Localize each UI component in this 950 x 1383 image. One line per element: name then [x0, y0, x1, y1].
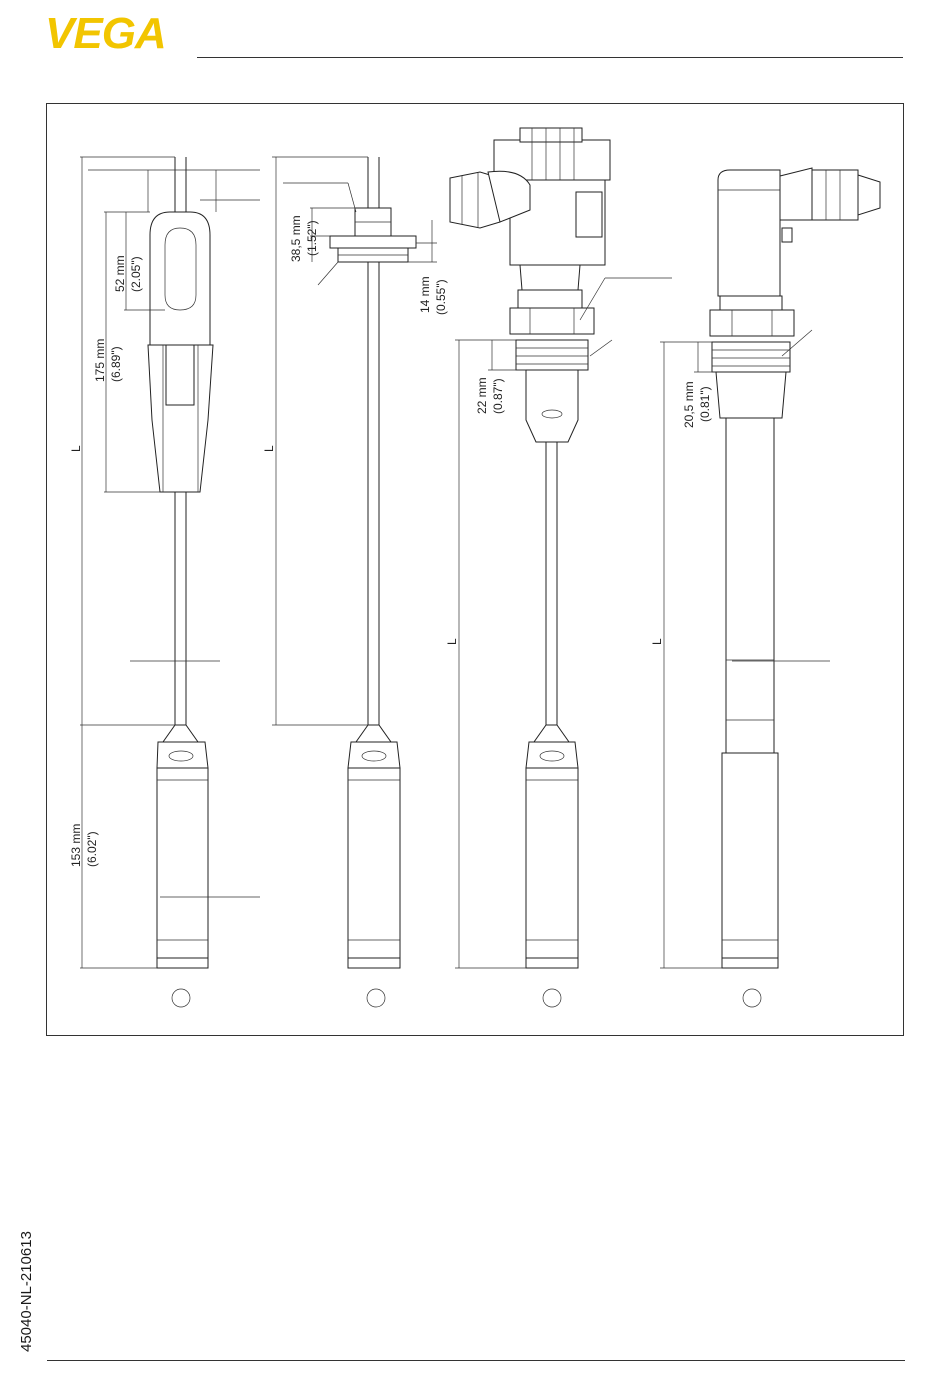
variant-2-marker: [367, 989, 385, 1007]
variant-4-drawing: [660, 168, 880, 968]
variant-3-marker: [543, 989, 561, 1007]
variant-4-marker: [743, 989, 761, 1007]
footer-rule: [47, 1360, 905, 1361]
dim-175-mm: 175 mm: [93, 339, 107, 382]
dim-20-in: (0.81"): [698, 386, 712, 422]
dim-length-l-2: L: [262, 445, 276, 452]
dim-22-mm: 22 mm: [475, 377, 489, 414]
dim-52-mm: 52 mm: [113, 255, 127, 292]
dim-length-l-1: L: [69, 445, 83, 452]
dim-length-l-4: L: [650, 638, 664, 645]
dim-52-in: (2.05"): [129, 256, 143, 292]
dim-38-mm: 38,5 mm: [289, 215, 303, 262]
dim-14-in: (0.55"): [434, 279, 448, 315]
variant-1-drawing: [80, 157, 260, 968]
variant-2-drawing: [272, 157, 437, 968]
dim-38-in: (1.52"): [305, 220, 319, 256]
dim-175-in: (6.89"): [109, 346, 123, 382]
dim-20-mm: 20,5 mm: [682, 381, 696, 428]
dim-length-l-3: L: [445, 638, 459, 645]
dim-22-in: (0.87"): [491, 378, 505, 414]
variant-3-drawing: [450, 128, 672, 968]
dim-153-mm: 153 mm: [69, 824, 83, 867]
dim-153-in: (6.02"): [85, 831, 99, 867]
document-id: 45040-NL-210613: [18, 1231, 35, 1352]
variant-1-marker: [172, 989, 190, 1007]
dim-14-mm: 14 mm: [418, 276, 432, 313]
